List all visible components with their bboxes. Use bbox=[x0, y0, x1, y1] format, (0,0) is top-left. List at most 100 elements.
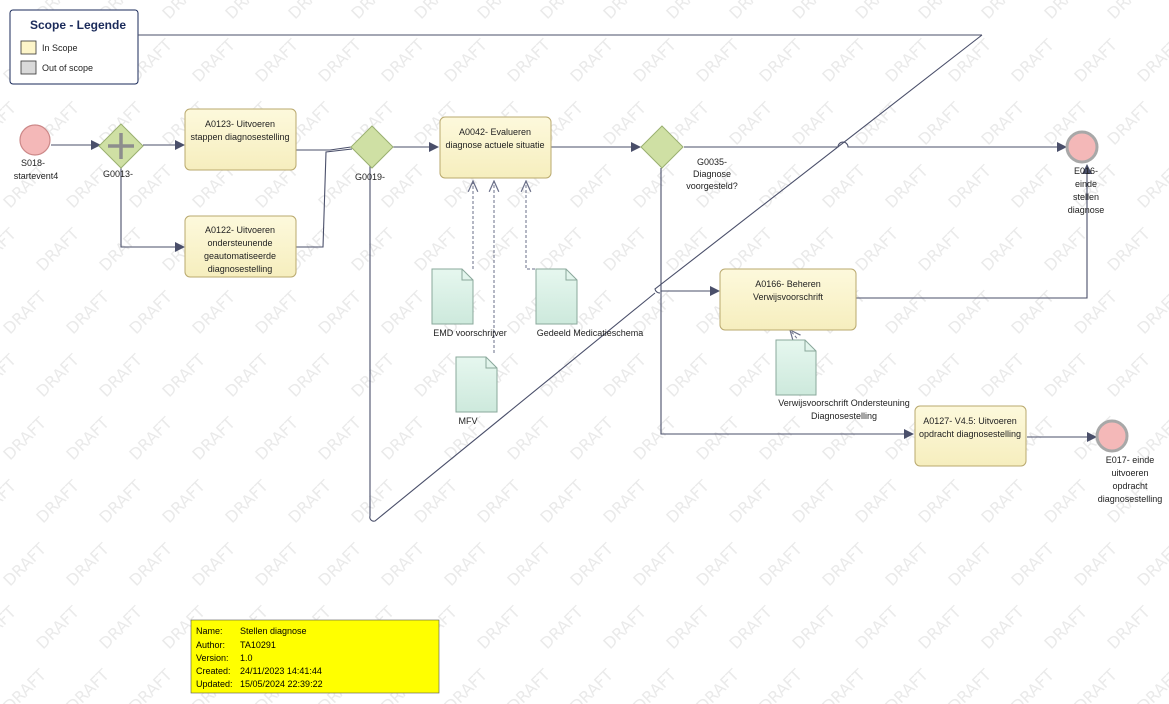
draft-watermark-text: DRAFT bbox=[788, 224, 839, 275]
task-a0042-label-2: diagnose actuele situatie bbox=[445, 140, 544, 150]
draft-watermark-text: DRAFT bbox=[851, 0, 902, 23]
metadata-name-value: Stellen diagnose bbox=[240, 626, 307, 636]
task-a0123-label-2: stappen diagnosestelling bbox=[190, 132, 289, 142]
draft-watermark-text: DRAFT bbox=[1070, 35, 1121, 86]
draft-watermark-text: DRAFT bbox=[1040, 224, 1091, 275]
draft-watermark-text: DRAFT bbox=[410, 476, 461, 527]
draft-watermark-text: DRAFT bbox=[347, 224, 398, 275]
draft-watermark-text: DRAFT bbox=[503, 35, 554, 86]
draft-watermark-text: DRAFT bbox=[725, 350, 776, 401]
draft-watermark-text: DRAFT bbox=[188, 287, 239, 338]
draft-watermark-text: DRAFT bbox=[1103, 98, 1154, 149]
draft-watermark-text: DRAFT bbox=[629, 665, 680, 704]
draft-watermark-text: DRAFT bbox=[725, 98, 776, 149]
draft-watermark-text: DRAFT bbox=[221, 350, 272, 401]
end-event-e016-label-4: diagnose bbox=[1068, 205, 1105, 215]
document-verwijsvoorschrift[interactable]: Verwijsvoorschrift Ondersteuning Diagnos… bbox=[775, 339, 910, 421]
draft-watermark-text: DRAFT bbox=[1070, 287, 1121, 338]
draft-watermark-text: DRAFT bbox=[788, 98, 839, 149]
end-event-e016-label-3: stellen bbox=[1073, 192, 1099, 202]
draft-watermark-text: DRAFT bbox=[914, 0, 965, 23]
draft-watermark-text: DRAFT bbox=[0, 98, 20, 149]
end-event-e017[interactable]: E017- einde uitvoeren opdracht diagnoses… bbox=[1095, 419, 1162, 504]
task-a0127[interactable]: A0127- V4.5: Uitvoeren opdracht diagnose… bbox=[914, 405, 1027, 467]
draft-watermark-text: DRAFT bbox=[1070, 665, 1121, 704]
draft-watermark-text: DRAFT bbox=[599, 224, 650, 275]
task-a0127-label-1: A0127- V4.5: Uitvoeren bbox=[923, 416, 1017, 426]
draft-watermark-text: DRAFT bbox=[914, 350, 965, 401]
draft-watermark-text: DRAFT bbox=[410, 0, 461, 23]
diagram-metadata-box: Name: Stellen diagnose Author: TA10291 V… bbox=[190, 619, 440, 694]
draft-watermark-text: DRAFT bbox=[125, 287, 176, 338]
draft-watermark-text: DRAFT bbox=[314, 161, 365, 212]
draft-watermark-text: DRAFT bbox=[914, 476, 965, 527]
draft-watermark-text: DRAFT bbox=[944, 287, 995, 338]
draft-watermark-text: DRAFT bbox=[977, 98, 1028, 149]
draft-watermark-text: DRAFT bbox=[755, 665, 806, 704]
end-event-e016[interactable]: E016- einde stellen diagnose bbox=[1065, 130, 1105, 215]
draft-watermark-text: DRAFT bbox=[1070, 539, 1121, 590]
metadata-created-value: 24/11/2023 14:41:44 bbox=[240, 666, 322, 676]
draft-watermark-text: DRAFT bbox=[188, 413, 239, 464]
draft-watermark-text: DRAFT bbox=[377, 413, 428, 464]
draft-watermark-text: DRAFT bbox=[347, 350, 398, 401]
draft-watermark-text: DRAFT bbox=[32, 476, 83, 527]
start-event-s018[interactable]: S018- startevent4 bbox=[14, 124, 59, 181]
draft-watermark-text: DRAFT bbox=[503, 413, 554, 464]
draft-watermark-text: DRAFT bbox=[1007, 539, 1058, 590]
document-mfv[interactable]: MFV bbox=[455, 356, 498, 426]
gateway-g0013[interactable]: G0013- bbox=[98, 123, 144, 179]
document-gms-label: Gedeeld Medicatieschema bbox=[537, 328, 644, 338]
draft-watermark-text: DRAFT bbox=[284, 0, 335, 23]
draft-watermark-text: DRAFT bbox=[1040, 602, 1091, 653]
draft-watermark-text: DRAFT bbox=[314, 35, 365, 86]
metadata-version-key: Version: bbox=[196, 653, 229, 663]
draft-watermark-text: DRAFT bbox=[1133, 539, 1169, 590]
draft-watermark-text: DRAFT bbox=[566, 539, 617, 590]
task-a0123[interactable]: A0123- Uitvoeren stappen diagnosestellin… bbox=[184, 108, 297, 171]
draft-watermark-text: DRAFT bbox=[95, 602, 146, 653]
draft-watermark-text: DRAFT bbox=[440, 665, 491, 704]
draft-watermark-text: DRAFT bbox=[1040, 0, 1091, 23]
draft-watermark-text: DRAFT bbox=[503, 539, 554, 590]
draft-watermark-text: DRAFT bbox=[725, 476, 776, 527]
draft-watermark-text: DRAFT bbox=[0, 602, 20, 653]
draft-watermark-text: DRAFT bbox=[440, 35, 491, 86]
draft-watermark-text: DRAFT bbox=[881, 35, 932, 86]
task-a0042[interactable]: A0042- Evalueren diagnose actuele situat… bbox=[439, 116, 552, 179]
draft-watermark-text: DRAFT bbox=[1103, 350, 1154, 401]
draft-watermark-text: DRAFT bbox=[377, 35, 428, 86]
draft-watermark-text: DRAFT bbox=[347, 0, 398, 23]
draft-watermark-text: DRAFT bbox=[818, 35, 869, 86]
draft-watermark-text: DRAFT bbox=[0, 350, 20, 401]
draft-watermark-text: DRAFT bbox=[314, 287, 365, 338]
task-a0123-label-1: A0123- Uitvoeren bbox=[205, 119, 275, 129]
task-a0166-label-1: A0166- Beheren bbox=[755, 279, 821, 289]
draft-watermark-text: DRAFT bbox=[62, 413, 113, 464]
metadata-created-key: Created: bbox=[196, 666, 231, 676]
document-gedeeld-medicatieschema[interactable]: Gedeeld Medicatieschema bbox=[535, 268, 644, 338]
draft-watermark-text: DRAFT bbox=[32, 224, 83, 275]
gateway-g0019[interactable]: G0019- bbox=[350, 125, 394, 182]
document-emd-voorschrijver[interactable]: EMD voorschrijver bbox=[431, 268, 507, 338]
draft-watermark-text: DRAFT bbox=[851, 350, 902, 401]
sequence-flows bbox=[51, 140, 1097, 442]
gateway-g0035[interactable]: G0035- Diagnose voorgesteld? bbox=[640, 125, 738, 191]
draft-watermark-text: DRAFT bbox=[662, 350, 713, 401]
draft-watermark-text: DRAFT bbox=[725, 224, 776, 275]
task-a0166[interactable]: A0166- Beheren Verwijsvoorschrift bbox=[719, 268, 857, 331]
draft-watermark-text: DRAFT bbox=[629, 413, 680, 464]
task-a0122[interactable]: A0122- Uitvoeren ondersteunende geautoma… bbox=[184, 215, 297, 278]
draft-watermark-text: DRAFT bbox=[977, 0, 1028, 23]
draft-watermark-text: DRAFT bbox=[284, 350, 335, 401]
draft-watermark-text: DRAFT bbox=[158, 0, 209, 23]
draft-watermark-text: DRAFT bbox=[566, 35, 617, 86]
draft-watermark-text: DRAFT bbox=[944, 161, 995, 212]
draft-watermark-text: DRAFT bbox=[692, 665, 743, 704]
draft-watermark-text: DRAFT bbox=[251, 539, 302, 590]
draft-watermark-text: DRAFT bbox=[1007, 35, 1058, 86]
draft-watermark-text: DRAFT bbox=[158, 350, 209, 401]
draft-watermark-text: DRAFT bbox=[536, 350, 587, 401]
draft-watermark-text: DRAFT bbox=[1133, 665, 1169, 704]
task-a0122-label-4: diagnosestelling bbox=[208, 264, 273, 274]
